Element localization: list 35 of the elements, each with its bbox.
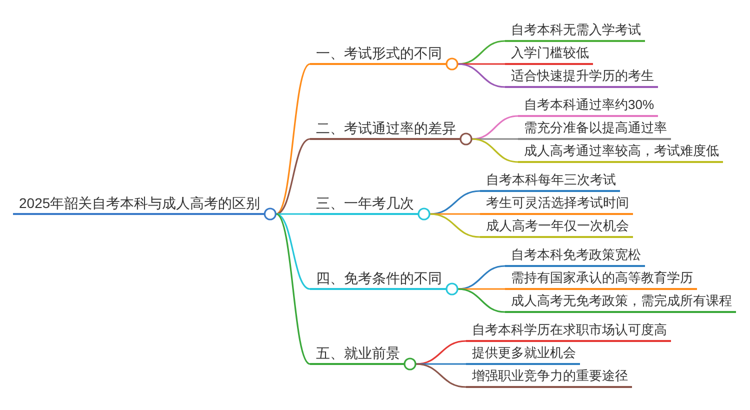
connector-line: [416, 363, 466, 388]
central-topic: 2025年韶关自考本科与成人高考的区别: [13, 194, 264, 215]
leaf-topic: 增强职业竞争力的重要途径: [466, 367, 632, 388]
connector-line: [472, 138, 518, 140]
connector-line: [276, 138, 310, 215]
connector-line: [430, 213, 480, 238]
connector-line: [276, 213, 310, 365]
connector-line: [276, 63, 310, 215]
leaf-topic: 考生可灵活选择考试时间: [480, 194, 633, 215]
leaf-topic: 自考本科无需入学考试: [505, 21, 645, 42]
connector-line: [430, 213, 480, 215]
connector-line: [416, 363, 466, 365]
connector-line: [458, 288, 506, 313]
leaf-topic: 自考本科每年三次考试: [480, 171, 620, 192]
leaf-topic: 适合快速提升学历的考生: [505, 67, 658, 88]
leaf-topic: 成人高考通过率较高，考试难度低: [518, 142, 723, 163]
branch-topic: 一、考试形式的不同: [310, 44, 446, 65]
leaf-topic: 自考本科通过率约30%: [518, 96, 658, 117]
branch-topic: 二、考试通过率的差异: [310, 119, 460, 140]
branch-topic: 三、一年考几次: [310, 194, 418, 215]
leaf-topic: 成人高考一年仅一次机会: [480, 217, 633, 238]
connector-line: [458, 63, 505, 65]
leaf-topic: 需充分准备以提高通过率: [518, 119, 671, 140]
leaf-topic: 需持有国家承认的高等教育学历: [505, 269, 697, 290]
connector-line: [276, 213, 310, 215]
connector-line: [472, 138, 518, 163]
branch-topic: 四、免考条件的不同: [310, 269, 446, 290]
leaf-topic: 成人高考无免考政策，需完成所有课程: [505, 292, 736, 313]
leaf-topic: 自考本科学历在求职市场认可度高: [466, 321, 671, 342]
leaf-topic: 提供更多就业机会: [466, 344, 580, 365]
connector-line: [458, 63, 506, 88]
leaf-topic: 自考本科免考政策宽松: [505, 246, 645, 267]
branch-topic: 五、就业前景: [310, 344, 404, 365]
leaf-topic: 入学门槛较低: [505, 44, 593, 65]
connector-line: [458, 288, 505, 290]
